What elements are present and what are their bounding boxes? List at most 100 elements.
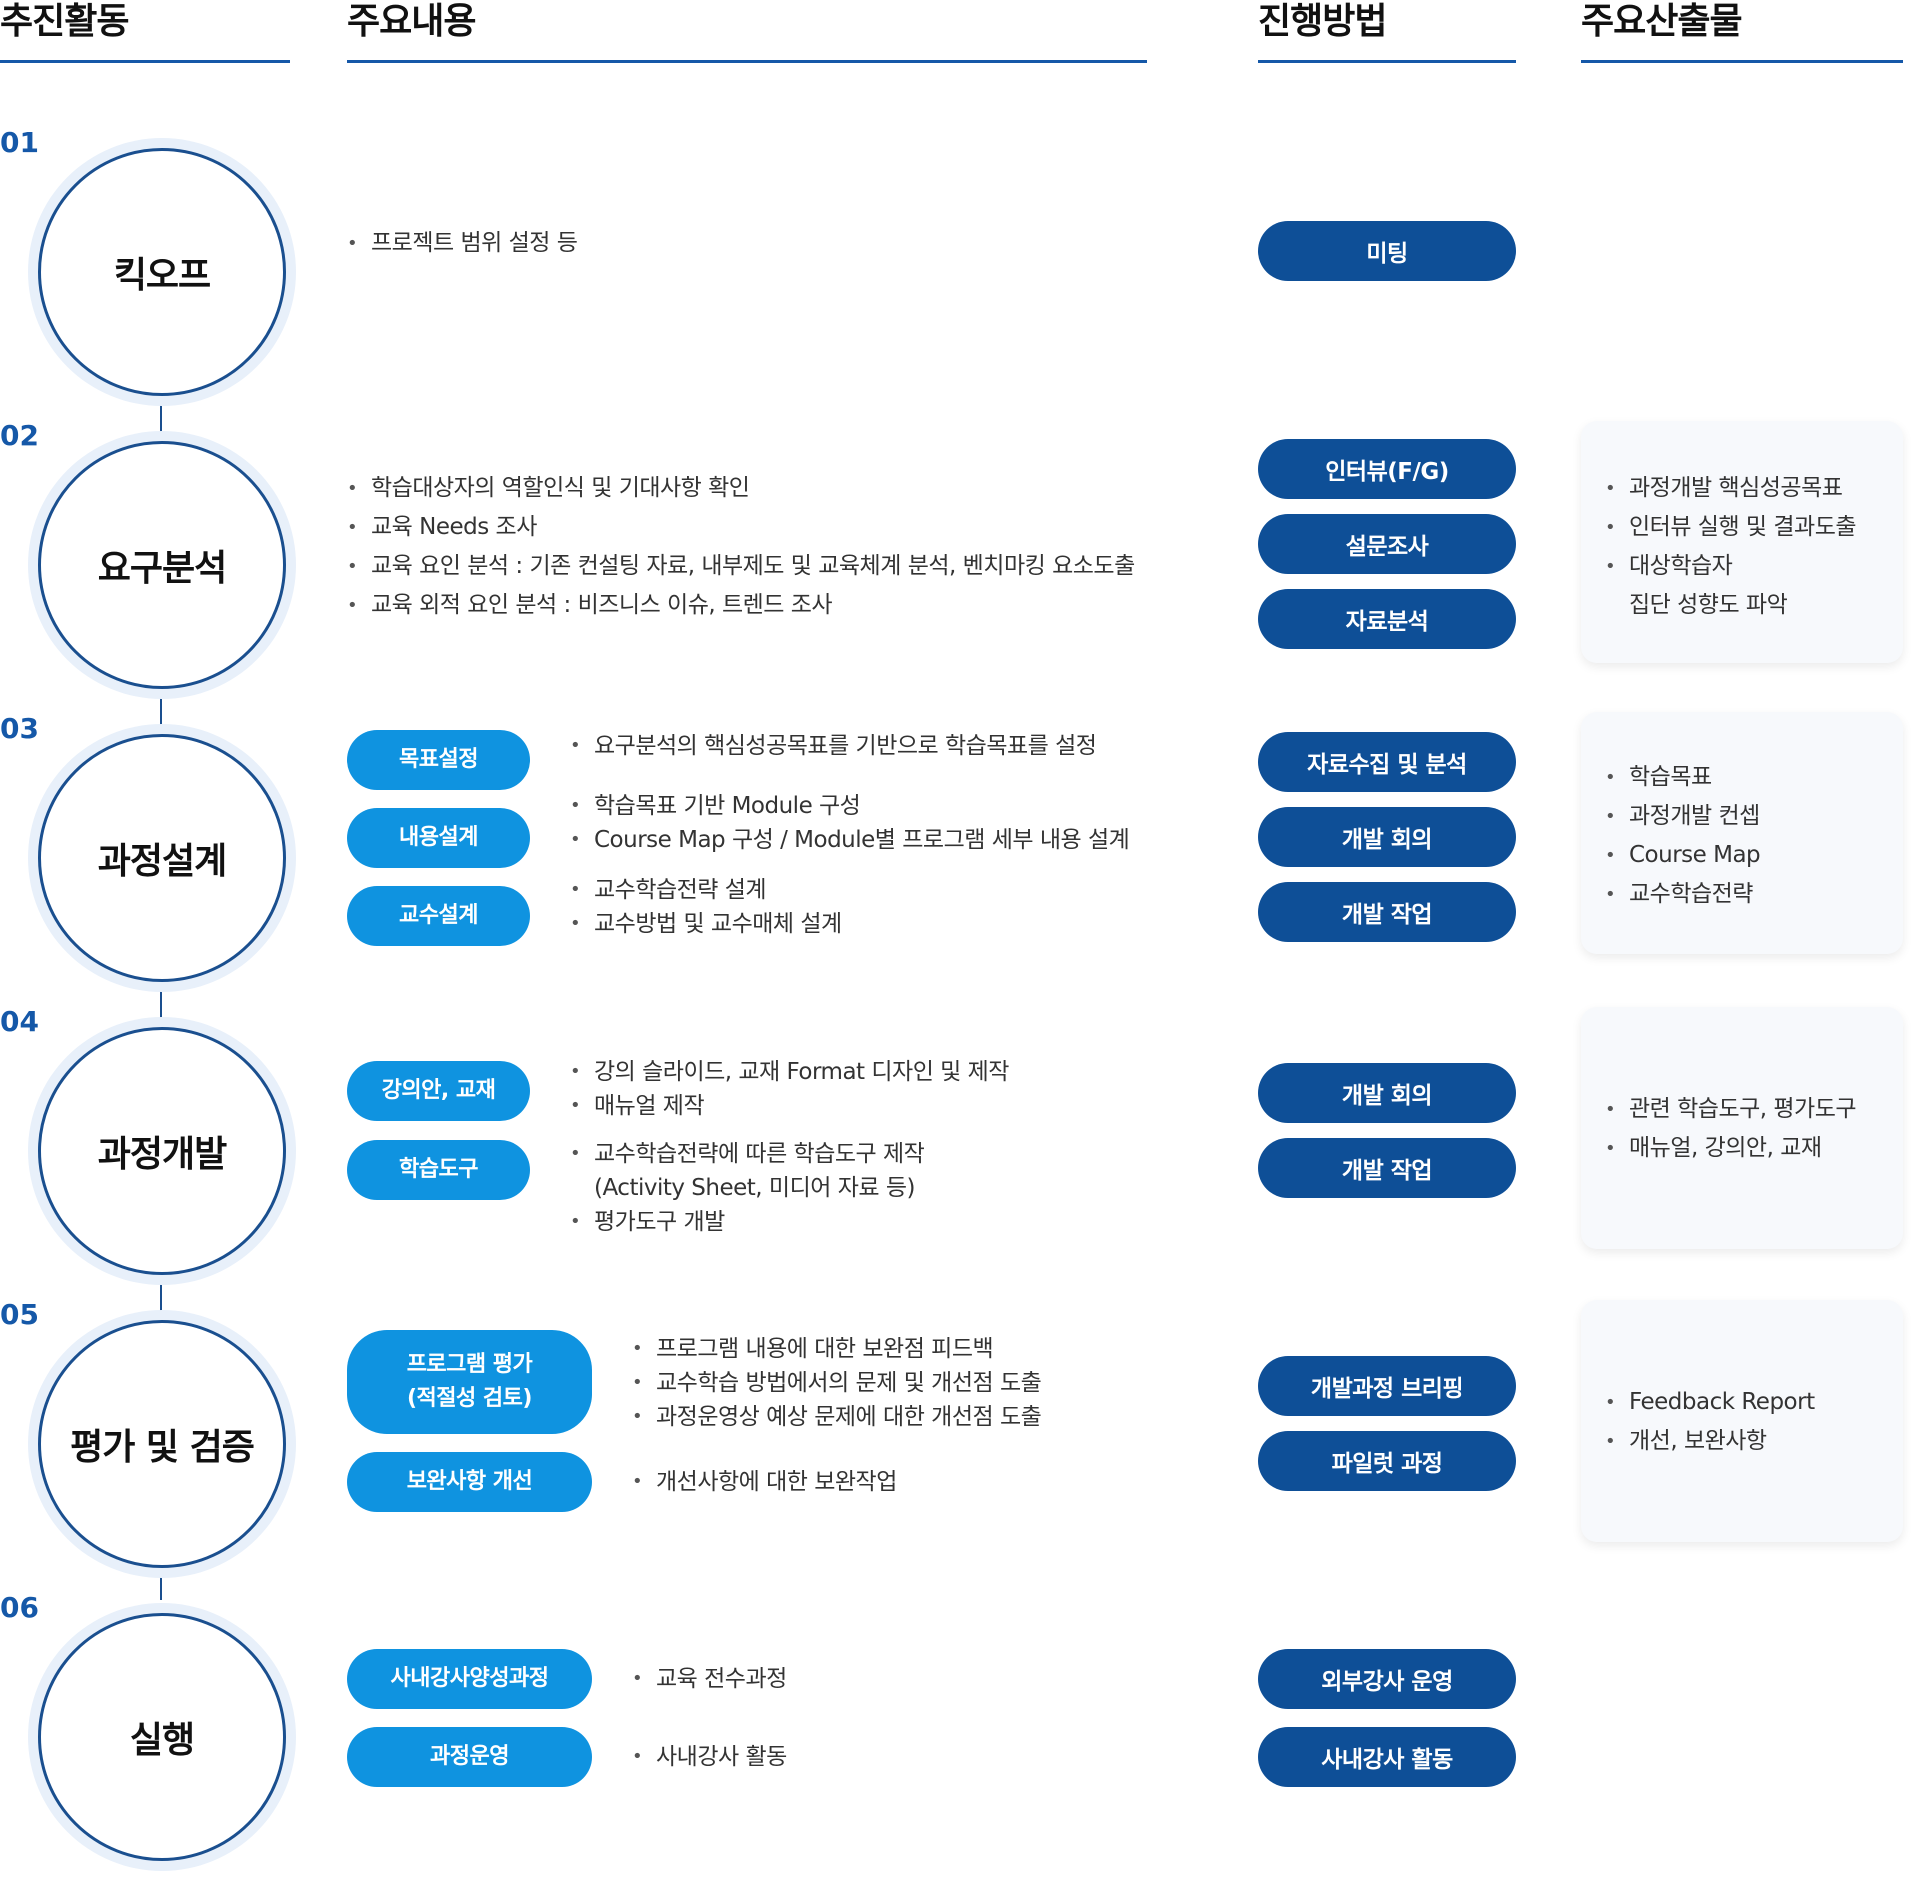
method-pill: 개발과정 브리핑 [1258, 1356, 1516, 1416]
task-list: 강의 슬라이드, 교재 Format 디자인 및 제작 매뉴얼 제작 [570, 1055, 1009, 1123]
list-item: 과정개발 핵심성공목표 [1605, 469, 1856, 508]
method-pill: 미팅 [1258, 221, 1516, 281]
list-item: 개선, 보완사항 [1605, 1422, 1815, 1461]
list-item: 교육 전수과정 [632, 1662, 787, 1696]
stage-title: 과정개발 [97, 1134, 227, 1175]
output-list: 학습목표 과정개발 컨셉 Course Map 교수학습전략 [1605, 758, 1761, 914]
stage-course-development: 04 과정개발 강의안, 교재 강의 슬라이드, 교재 Format 디자인 및… [0, 1005, 1920, 1298]
output-list: 과정개발 핵심성공목표 인터뷰 실행 및 결과도출 대상학습자 집단 성향도 파… [1605, 469, 1857, 625]
stage-evaluation: 05 평가 및 검증 프로그램 평가 (적절성 검토) 프로그램 내용에 대한 … [0, 1298, 1920, 1591]
header-content: 주요내용 [347, 0, 1147, 63]
content-list: 프로젝트 범위 설정 등 [347, 224, 578, 263]
stage-title: 킥오프 [113, 255, 211, 296]
stage-circle: 과정개발 [38, 1027, 286, 1275]
list-item: 교수학습전략 설계 [570, 873, 842, 907]
stage-title: 과정설계 [97, 841, 227, 882]
stage-number: 03 [0, 712, 39, 745]
task-list: 교육 전수과정 [632, 1662, 787, 1696]
task-list: 교수학습전략 설계 교수방법 및 교수매체 설계 [570, 873, 842, 941]
list-item: 매뉴얼, 강의안, 교재 [1605, 1129, 1856, 1168]
method-pill: 개발 작업 [1258, 882, 1516, 942]
list-item: 사내강사 활동 [632, 1740, 787, 1774]
list-item: 집단 성향도 파악 [1629, 592, 1788, 618]
output-list: 관련 학습도구, 평가도구 매뉴얼, 강의안, 교재 [1605, 1090, 1857, 1168]
task-pill: 사내강사양성과정 [347, 1649, 592, 1709]
list-item: 과정개발 컨셉 [1605, 797, 1760, 836]
output-card: 과정개발 핵심성공목표 인터뷰 실행 및 결과도출 대상학습자 집단 성향도 파… [1581, 421, 1903, 663]
method-pill: 개발 회의 [1258, 807, 1516, 867]
header-activity: 추진활동 [0, 0, 290, 63]
stage-execution: 06 실행 사내강사양성과정 교육 전수과정 과정운영 사내강사 활동 외부강사… [0, 1591, 1920, 1884]
task-list: 프로그램 내용에 대한 보완점 피드백 교수학습 방법에서의 문제 및 개선점 … [632, 1332, 1042, 1434]
header-method: 진행방법 [1258, 0, 1516, 63]
output-card: 관련 학습도구, 평가도구 매뉴얼, 강의안, 교재 [1581, 1007, 1903, 1249]
task-pill: 보완사항 개선 [347, 1452, 592, 1512]
task-list: 사내강사 활동 [632, 1740, 787, 1774]
stage-kickoff: 01 킥오프 프로젝트 범위 설정 등 미팅 [0, 126, 1920, 419]
task-pill: 목표설정 [347, 730, 530, 790]
method-pill: 자료분석 [1258, 589, 1516, 649]
list-item: 요구분석의 핵심성공목표를 기반으로 학습목표를 설정 [570, 729, 1097, 763]
list-item: Feedback Report [1605, 1383, 1815, 1422]
stage-number: 06 [0, 1591, 39, 1624]
method-pill: 개발 회의 [1258, 1063, 1516, 1123]
stage-requirements-analysis: 02 요구분석 학습대상자의 역할인식 및 기대사항 확인 교육 Needs 조… [0, 419, 1920, 712]
list-item: 교육 Needs 조사 [347, 508, 1135, 547]
list-item: 프로그램 내용에 대한 보완점 피드백 [632, 1332, 1041, 1366]
list-item: (Activity Sheet, 미디어 자료 등) [594, 1175, 915, 1201]
list-item: 매뉴얼 제작 [570, 1089, 1009, 1123]
method-pill: 설문조사 [1258, 514, 1516, 574]
list-item: 교육 외적 요인 분석 : 비즈니스 이슈, 트렌드 조사 [347, 586, 1135, 625]
stage-number: 01 [0, 126, 39, 159]
stage-course-design: 03 과정설계 목표설정 요구분석의 핵심성공목표를 기반으로 학습목표를 설정… [0, 712, 1920, 1005]
stage-title: 실행 [129, 1720, 195, 1761]
list-item: 교수학습전략 [1605, 875, 1760, 914]
task-list: 개선사항에 대한 보완작업 [632, 1465, 897, 1499]
list-item: 교수학습 방법에서의 문제 및 개선점 도출 [632, 1366, 1042, 1400]
method-pill: 자료수집 및 분석 [1258, 732, 1516, 792]
task-list: 학습목표 기반 Module 구성 Course Map 구성 / Module… [570, 789, 1130, 857]
task-pill: 과정운영 [347, 1727, 592, 1787]
stage-title: 요구분석 [97, 548, 227, 589]
list-item: 교수방법 및 교수매체 설계 [570, 907, 842, 941]
task-list: 요구분석의 핵심성공목표를 기반으로 학습목표를 설정 [570, 729, 1097, 763]
stage-number: 05 [0, 1298, 39, 1331]
output-list: Feedback Report 개선, 보완사항 [1605, 1383, 1815, 1461]
task-pill: 학습도구 [347, 1140, 530, 1200]
output-card: 학습목표 과정개발 컨셉 Course Map 교수학습전략 [1581, 712, 1903, 954]
stage-title: 평가 및 검증 [70, 1427, 255, 1468]
stage-circle: 과정설계 [38, 734, 286, 982]
stage-number: 04 [0, 1005, 39, 1038]
task-pill: 교수설계 [347, 886, 530, 946]
stage-circle: 평가 및 검증 [38, 1320, 286, 1568]
list-item: 관련 학습도구, 평가도구 [1605, 1090, 1857, 1129]
output-card: Feedback Report 개선, 보완사항 [1581, 1300, 1903, 1542]
list-item: 학습대상자의 역할인식 및 기대사항 확인 [347, 469, 1135, 508]
list-item: Course Map 구성 / Module별 프로그램 세부 내용 설계 [570, 823, 1130, 857]
list-item: 대상학습자 [1605, 547, 1856, 586]
list-item: 학습목표 기반 Module 구성 [570, 789, 1129, 823]
list-item: 인터뷰 실행 및 결과도출 [1605, 508, 1857, 547]
content-list: 학습대상자의 역할인식 및 기대사항 확인 교육 Needs 조사 교육 요인 … [347, 469, 1135, 625]
task-pill: 강의안, 교재 [347, 1061, 530, 1121]
list-item: 과정운영상 예상 문제에 대한 개선점 도출 [632, 1400, 1042, 1434]
task-pill: 프로그램 평가 (적절성 검토) [347, 1330, 592, 1434]
method-pill: 외부강사 운영 [1258, 1649, 1516, 1709]
list-item: 개선사항에 대한 보완작업 [632, 1465, 897, 1499]
stage-number: 02 [0, 419, 39, 452]
header-output: 주요산출물 [1581, 0, 1903, 63]
method-pill: 개발 작업 [1258, 1138, 1516, 1198]
list-item: Course Map [1605, 836, 1761, 875]
list-item: 교수학습전략에 따른 학습도구 제작 [570, 1137, 925, 1171]
list-item: 교육 요인 분석 : 기존 컨설팅 자료, 내부제도 및 교육체계 분석, 벤치… [347, 547, 1135, 586]
stage-circle: 요구분석 [38, 441, 286, 689]
list-item: 평가도구 개발 [570, 1205, 924, 1239]
task-pill: 내용설계 [347, 808, 530, 868]
list-item: 강의 슬라이드, 교재 Format 디자인 및 제작 [570, 1055, 1009, 1089]
list-item: 프로젝트 범위 설정 등 [347, 224, 578, 263]
stage-circle: 실행 [38, 1613, 286, 1861]
method-pill: 사내강사 활동 [1258, 1727, 1516, 1787]
task-list: 교수학습전략에 따른 학습도구 제작 (Activity Sheet, 미디어 … [570, 1137, 925, 1239]
stage-circle: 킥오프 [38, 148, 286, 396]
list-item: 학습목표 [1605, 758, 1760, 797]
